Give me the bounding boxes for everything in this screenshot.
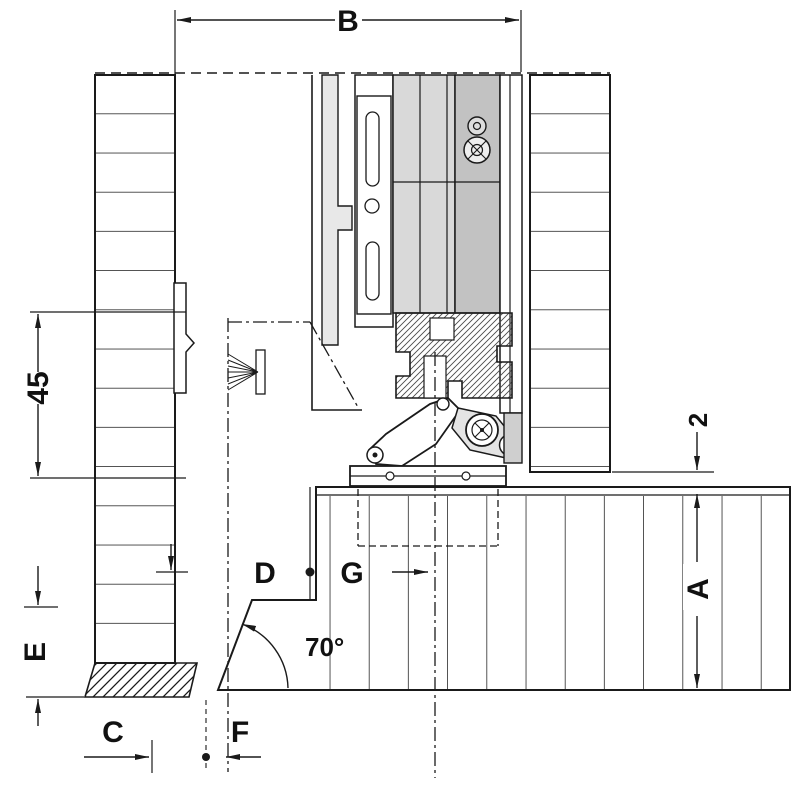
mount-bracket (321, 74, 353, 346)
hinge-arm (367, 396, 462, 467)
dimension-45: 45 (22, 311, 186, 479)
ground-hatch (83, 662, 199, 698)
f-reference-dot (202, 753, 210, 761)
mask-2 (683, 398, 709, 440)
label-g: G (340, 557, 428, 590)
panel-offset-marker (156, 544, 188, 573)
dimension-a: A (682, 494, 715, 688)
rail-screws (463, 116, 491, 164)
dim-b-label: B (337, 5, 359, 38)
dim-c-label: C (102, 716, 124, 749)
angle-70-label: 70° (305, 632, 344, 662)
rail-right (454, 74, 501, 314)
dimension-e: E (19, 566, 84, 726)
dim-2-label: 2 (683, 413, 713, 427)
mask-a (683, 564, 711, 610)
d-reference-dot (305, 567, 315, 577)
left-panel-core-lines (96, 76, 174, 662)
hinge-pivot-top (436, 397, 450, 411)
dim-e-label: E (19, 642, 52, 662)
right-panel (529, 74, 611, 473)
bottom-panel-core-lines (317, 496, 789, 689)
left-panel (94, 74, 176, 664)
dimension-b: B (174, 5, 522, 80)
hinge-assembly (366, 396, 523, 467)
rail-middle (392, 74, 456, 314)
dim-a-label: A (682, 578, 715, 600)
hidden-outline (357, 489, 499, 547)
dim-45-label: 45 (22, 371, 55, 404)
angle-70: 70° (241, 623, 344, 689)
aluminium-profile (395, 312, 513, 399)
dimension-2: 2 (612, 413, 714, 473)
right-panel-core-lines (531, 76, 609, 471)
dimension-c: C (84, 716, 153, 773)
base-plate (349, 465, 507, 487)
panel-clip (173, 282, 196, 394)
dim-g-label: G (340, 557, 363, 590)
label-d: D (254, 557, 315, 590)
dashdot-lines (227, 318, 436, 778)
brush-seal (227, 349, 266, 395)
dim-d-label: D (254, 557, 276, 590)
slotted-plate (356, 95, 392, 315)
dim-f-label: F (231, 716, 249, 749)
slide-mechanism (311, 74, 523, 487)
mechanism-left-wall (311, 75, 362, 411)
right-bracket (503, 412, 523, 464)
door-open-diagonal-line (309, 321, 360, 410)
dimension-f: F (202, 716, 261, 761)
